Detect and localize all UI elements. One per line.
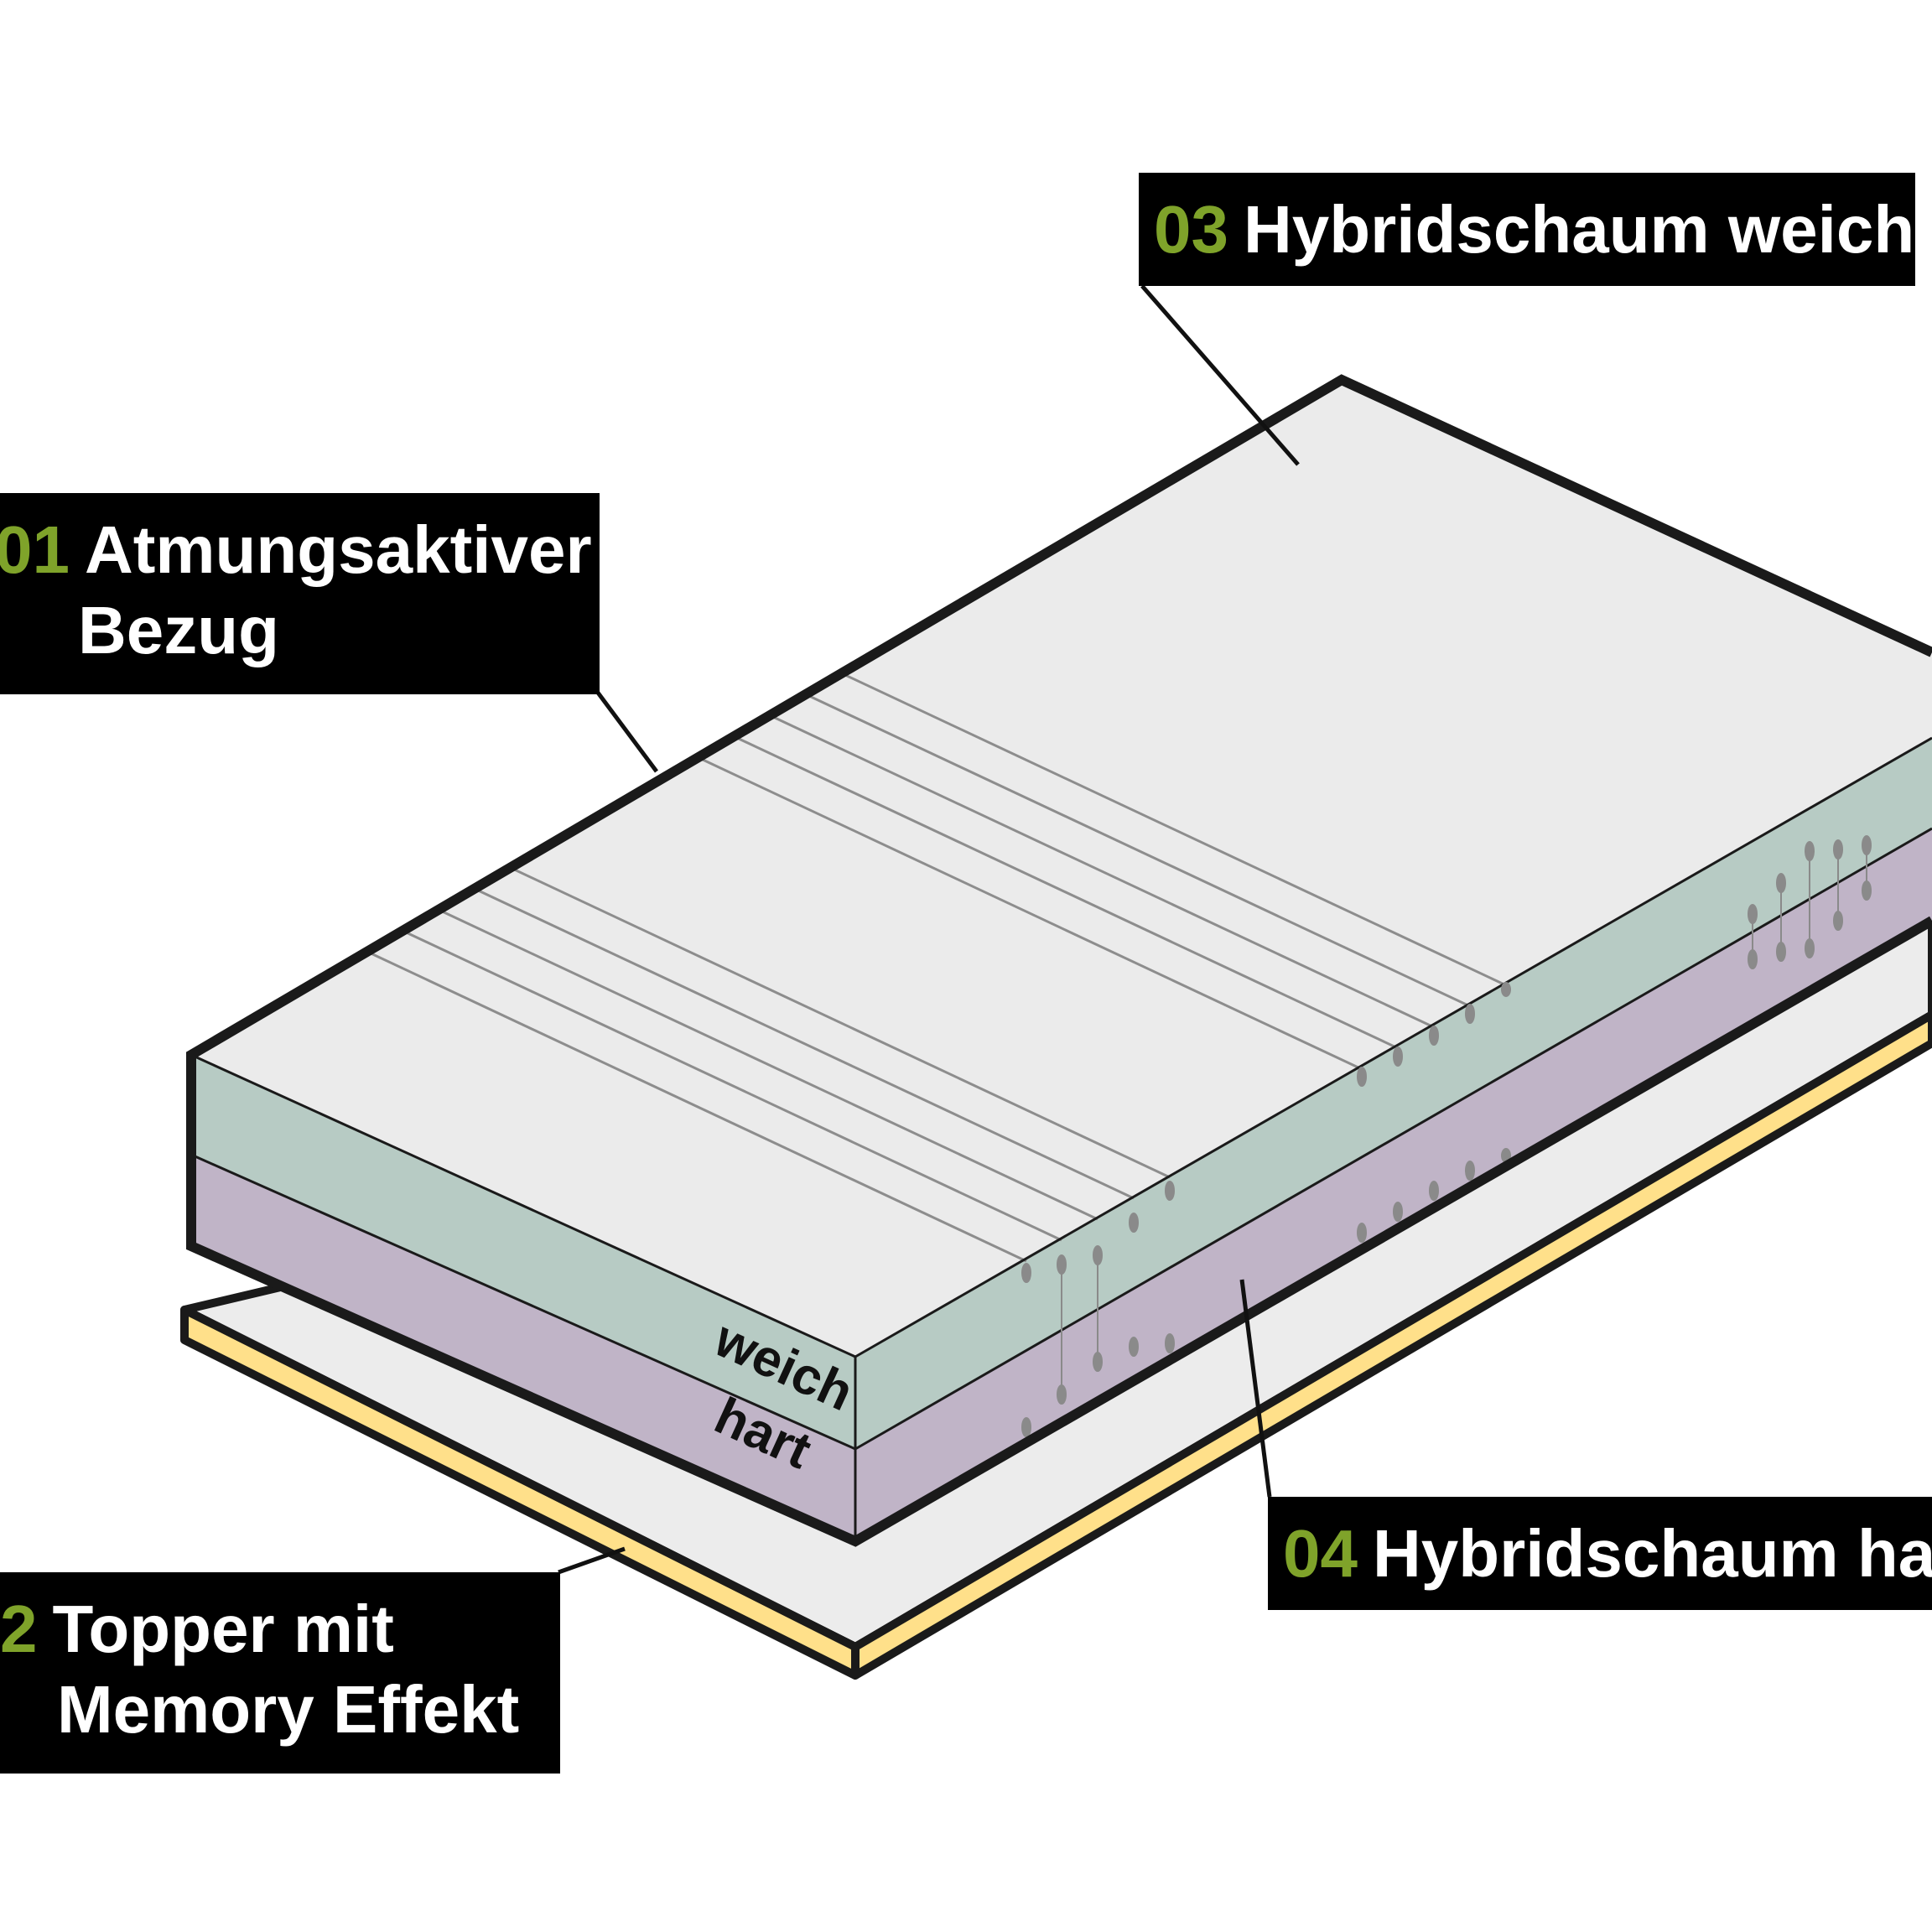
label-04-number: 04 (1283, 1516, 1358, 1591)
topper-side-edge (851, 1010, 1932, 1680)
stitch-marks (1021, 835, 1872, 1437)
leader-01 (595, 691, 659, 773)
label-02-line1: Topper mit (52, 1592, 394, 1666)
label-01-line2: Bezug (78, 593, 279, 667)
leader-04 (1239, 1279, 1272, 1498)
label-03-text: Hybridschaum weich (1243, 192, 1915, 267)
leader-lines (558, 284, 1300, 1575)
hard-foam-side (855, 828, 1932, 1541)
label-02-line2: Memory Effekt (57, 1672, 520, 1747)
cover-top-face (191, 380, 1932, 1357)
label-01-number: 01 (0, 512, 70, 587)
leader-02 (558, 1546, 626, 1575)
mattress-core: weich hart (186, 374, 1932, 1547)
hard-foam-front (191, 1155, 855, 1541)
label-02-number: 2 (0, 1592, 38, 1666)
quilting-lines (365, 673, 1507, 1263)
leader-03 (1140, 284, 1300, 466)
mattress-outline (186, 374, 1932, 1547)
soft-foam-side (855, 738, 1932, 1449)
soft-foam-front (191, 1055, 855, 1449)
label-01-line1: Atmungsaktiver (84, 512, 592, 587)
label-04-text: Hybridschaum har (1372, 1516, 1932, 1591)
label-03-number: 03 (1154, 192, 1228, 267)
